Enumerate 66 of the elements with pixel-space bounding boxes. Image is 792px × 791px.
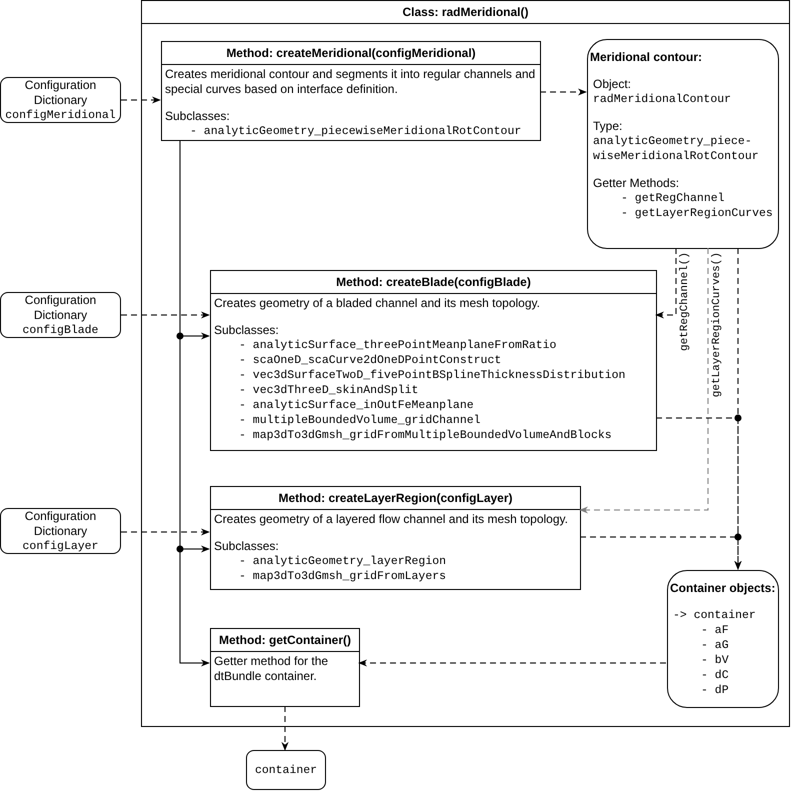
method-title: Method: getContainer() [211,629,359,652]
node-text: Configuration Dictionary [24,292,98,322]
method-title: Method: createMeridional(configMeridional) [162,42,540,65]
field-label: Getter Methods: [593,176,680,191]
arrow [120,311,210,319]
rounded-box [0,508,121,554]
method-box [161,41,541,141]
node-text: Configuration Dictionary [24,78,98,108]
panel-title: Meridional contour: [590,50,703,65]
code-text: configMeridional [5,108,116,122]
list-item: - analyticSurface_inOutFeMeanplane [238,398,475,413]
class-title: Class: radMeridional() [142,1,789,24]
list-item: - aG [700,638,730,653]
rounded-box [246,750,326,790]
class-frame [141,0,790,727]
method-box [210,270,657,451]
code-text: configLayer [22,538,98,554]
subclasses-label: Subclasses: [164,109,231,124]
list-item: - analyticGeometry_layerRegion [238,554,448,569]
list-item: - analyticGeometry_piecewiseMeridionalRotContour [189,124,522,139]
arrow [580,536,742,570]
description-text: Creates meridional contour and segments it into regular channels and special curves based on interface definition. [164,66,536,97]
description-text: Creates geometry of a bladed channel and its mesh topology. [213,295,541,311]
arrow [281,706,289,751]
edge-label: getRegChannel() [679,252,691,352]
list-item: - map3dTo3dGmsh_gridFromLayers [238,569,448,584]
field-label: Type: [593,119,624,134]
subclasses-label: Subclasses: [213,539,280,554]
subclasses-label: Subclasses: [213,323,280,338]
code-text: configBlade [22,322,98,338]
object-panel [667,570,779,708]
description-text: Getter method for the dtBundle container. [213,653,330,684]
list-item: -> container [673,608,757,623]
rounded-box [0,292,121,338]
rounded-box [0,77,121,123]
arrow [120,528,210,536]
list-item: - dC [700,668,730,683]
arrow [120,96,161,104]
list-item: - getLayerRegionCurves [620,206,773,221]
method-box [210,628,360,707]
description-text: Creates geometry of a layered flow channel and its mesh topology. [213,511,569,527]
arrow [579,248,708,514]
list-item: - vec3dThreeD_skinAndSplit [238,383,420,398]
method-box [210,486,581,590]
method-title: Method: createLayerRegion(configLayer) [211,487,580,510]
list-item: - dP [700,683,730,698]
list-item: - bV [700,653,730,668]
code-text: radMeridionalContour [593,92,732,107]
panel-title: Container objects: [670,581,773,596]
code-text: container [254,762,318,778]
code-text: analyticGeometry_piece-wiseMeridionalRotContour [593,134,760,164]
list-item: - map3dTo3dGmsh_gridFromMultipleBoundedVolumeAndBlocks [238,428,613,443]
list-item: - analyticSurface_threePointMeanplaneFromRatio [238,338,558,353]
arrow [358,659,666,667]
list-item: - vec3dSurfaceTwoD_fivePointBSplineThicknessDistribution [238,368,626,383]
list-item: - multipleBoundedVolume_gridChannel [238,413,482,428]
list-item: - aF [700,623,730,638]
list-item: - getRegChannel [620,191,726,206]
arrow [540,88,587,96]
method-title: Method: createBlade(configBlade) [211,271,656,294]
arrow [655,248,676,319]
list-item: - scaOneD_scaCurve2dOneDPointConstruct [238,353,502,368]
object-panel [587,39,779,249]
field-label: Object: [593,77,632,92]
edge-label: getLayerRegionCurves() [711,252,723,398]
node-text: Configuration Dictionary [24,508,98,538]
